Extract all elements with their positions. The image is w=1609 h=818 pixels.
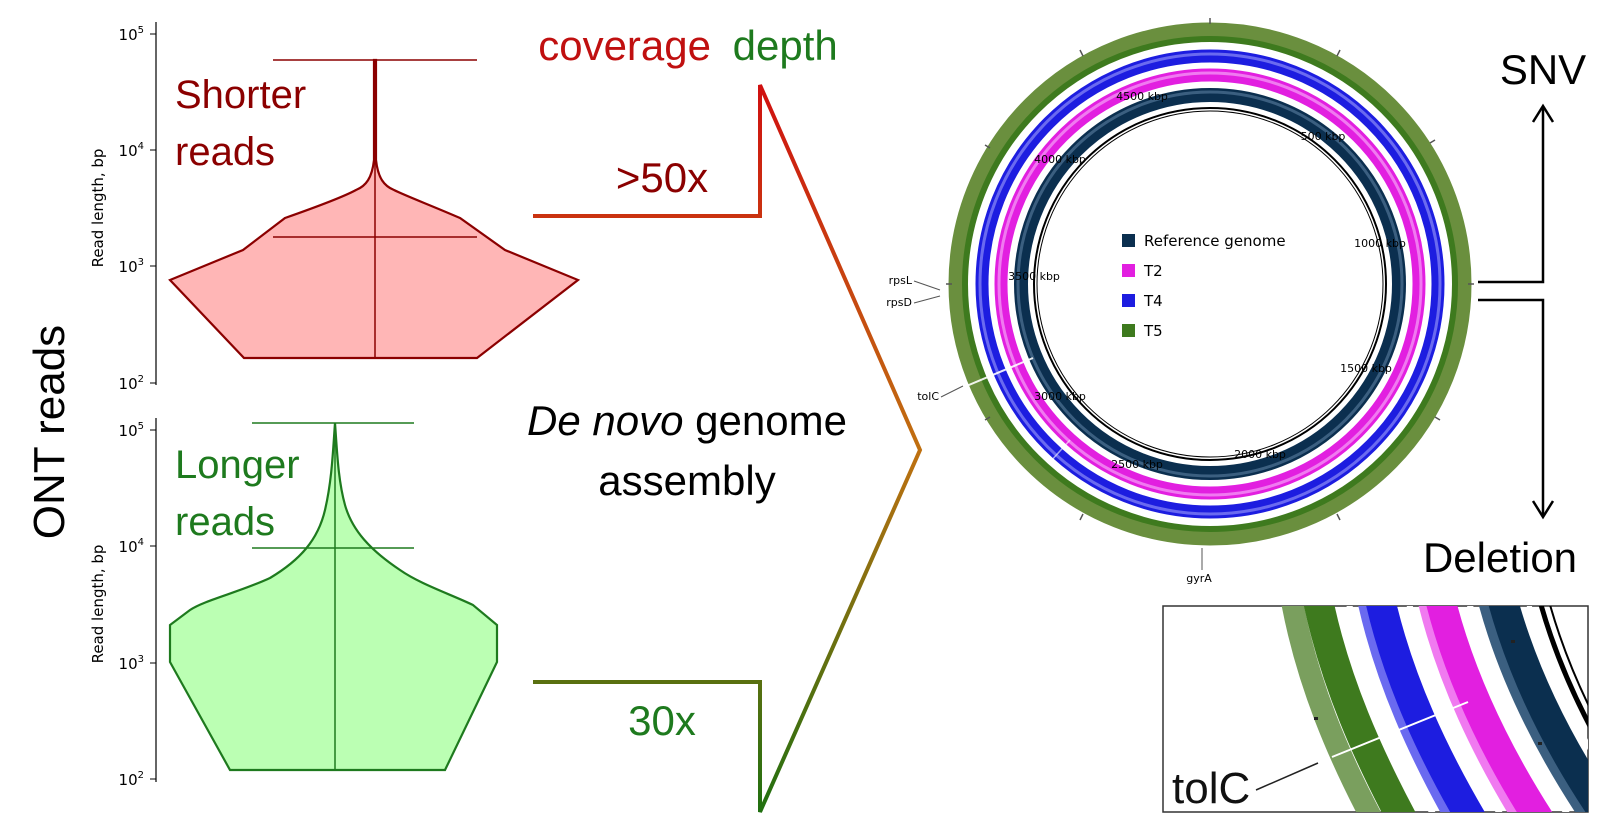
assembly-label-line2: assembly — [598, 457, 775, 504]
snv-label: SNV — [1500, 46, 1586, 93]
gene-label-gyra: gyrA — [1186, 572, 1212, 585]
kbp-label-4500: 4500 kbp — [1116, 90, 1168, 103]
violin-top-tick-0: 102 — [119, 374, 144, 393]
legend-item-t4: T4 — [1122, 292, 1163, 310]
gene-label-tolc: tolC — [917, 390, 939, 403]
svg-text:Reference genome: Reference genome — [1144, 232, 1286, 250]
tolc-inset: tolC — [1162, 605, 1589, 813]
kbp-label-3000: 3000 kbp — [1034, 390, 1086, 403]
violin-top-shape — [168, 58, 581, 360]
genome-legend: Reference genome T2 T4 T5 — [1122, 232, 1286, 340]
violin-top-ticks: 102 103 104 105 — [119, 25, 156, 393]
violin-top-tick-3: 105 — [119, 25, 144, 44]
coverage-depth-label: coverage depth — [538, 22, 838, 69]
gene-label-rpsd: rpsD — [886, 296, 912, 309]
violin-bottom-ticks: 102 103 104 105 — [119, 421, 156, 789]
kbp-label-2000: 2000 kbp — [1234, 448, 1286, 461]
violin-top-tick-2: 104 — [119, 141, 144, 160]
kbp-label-500: 500 kbp — [1301, 130, 1346, 143]
svg-text:T4: T4 — [1143, 292, 1163, 310]
violin-top-ylabel: Read length, bp — [89, 149, 107, 268]
kbp-label-3500: 3500 kbp — [1008, 270, 1060, 283]
violin-bottom-tick-3: 105 — [119, 421, 144, 440]
side-label: ONT reads — [25, 325, 74, 539]
violin-top-tick-1: 103 — [119, 257, 144, 276]
assembly-label-line1: De novo genome — [527, 397, 847, 444]
kbp-label-1000: 1000 kbp — [1354, 237, 1406, 250]
violin-bottom-group: 102 103 104 105 Read length, bp Longer r… — [89, 418, 499, 789]
violin-top-label-1: Shorter — [175, 73, 306, 117]
violin-top-group: 102 103 104 105 Read length, bp Shorter … — [89, 22, 581, 393]
coverage-bottom-value: 30x — [628, 697, 696, 744]
legend-item-t5: T5 — [1122, 322, 1163, 340]
violin-bottom-label-1: Longer — [175, 443, 300, 487]
legend-item-t2: T2 — [1122, 262, 1163, 280]
violin-top-label-2: reads — [175, 130, 275, 174]
svg-text:T5: T5 — [1143, 322, 1163, 340]
violin-bottom-label-2: reads — [175, 500, 275, 544]
violin-bottom-tick-1: 103 — [119, 654, 144, 673]
violin-bottom-tick-0: 102 — [119, 770, 144, 789]
violin-bottom-tick-2: 104 — [119, 537, 144, 556]
kbp-label-4000: 4000 kbp — [1034, 153, 1086, 166]
deletion-label: Deletion — [1423, 534, 1577, 581]
legend-item-reference: Reference genome — [1122, 232, 1286, 250]
coverage-arrow — [533, 84, 923, 813]
kbp-label-2500: 2500 kbp — [1111, 458, 1163, 471]
genome-circle-plot: 500 kbp 1000 kbp 1500 kbp 2000 kbp 2500 … — [886, 18, 1474, 585]
gene-label-rpsl: rpsL — [889, 274, 913, 287]
inset-tolc-label: tolC — [1172, 764, 1250, 813]
violin-bottom-ylabel: Read length, bp — [89, 545, 107, 664]
violin-bottom-shape — [168, 422, 499, 772]
svg-text:T2: T2 — [1143, 262, 1163, 280]
outcome-branches — [1478, 103, 1555, 520]
coverage-top-value: >50x — [616, 154, 708, 201]
kbp-label-1500: 1500 kbp — [1340, 362, 1392, 375]
